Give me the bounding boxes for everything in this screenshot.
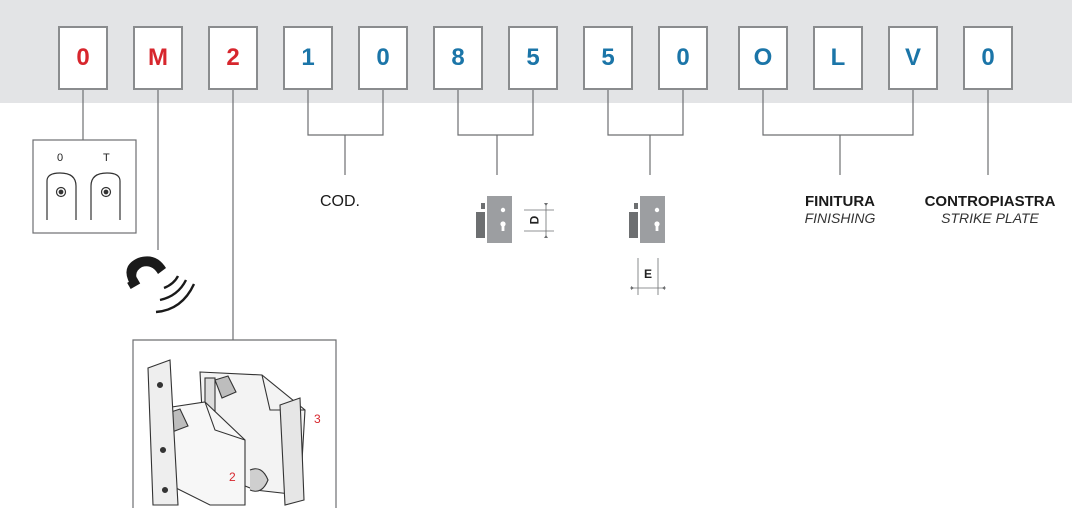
code-box-1: 0: [58, 26, 108, 90]
contropiastra-label: CONTROPIASTRA STRIKE PLATE: [920, 193, 1060, 227]
code-char-10: O: [753, 44, 773, 71]
code-box-7: 5: [508, 26, 558, 90]
code-box-6: 8: [433, 26, 483, 90]
code-char-1: 0: [76, 44, 90, 71]
cod-label: COD.: [320, 193, 360, 210]
code-char-3: 2: [226, 44, 240, 71]
code-char-6: 8: [451, 44, 465, 71]
lock-hand-t-icon: [90, 172, 121, 220]
hand-label-0: 0: [57, 152, 64, 164]
code-char-4: 1: [301, 44, 315, 71]
magnet-icon: [126, 256, 196, 314]
lock-callout-3: 3: [314, 412, 321, 426]
hand-label-t: T: [103, 152, 110, 164]
code-box-3: 2: [208, 26, 258, 90]
code-char-13: 0: [981, 44, 995, 71]
lock-callout-2: 2: [229, 470, 236, 484]
finitura-subtitle: FINISHING: [804, 210, 876, 226]
code-char-9: 0: [676, 44, 690, 71]
lock-body-d-icon: [476, 196, 554, 243]
dimension-e-label: E: [644, 267, 653, 281]
contropiastra-title: CONTROPIASTRA: [924, 193, 1056, 210]
code-box-8: 5: [583, 26, 633, 90]
code-box-9: 0: [658, 26, 708, 90]
dimension-d-label: D: [527, 215, 542, 225]
code-char-11: L: [830, 44, 846, 71]
lock-hand-0-icon: [46, 172, 77, 220]
code-char-7: 5: [526, 44, 540, 71]
lock-body-e-icon: [629, 196, 666, 295]
code-box-2: M: [133, 26, 183, 90]
lock-illustration: [132, 339, 337, 508]
hand-panel: [32, 139, 137, 234]
finitura-label: FINITURA FINISHING: [790, 193, 890, 227]
contropiastra-subtitle: STRIKE PLATE: [941, 210, 1039, 226]
code-char-12: V: [904, 44, 921, 71]
code-box-12: V: [888, 26, 938, 90]
code-box-10: O: [738, 26, 788, 90]
code-box-13: 0: [963, 26, 1013, 90]
code-char-2: M: [148, 44, 168, 71]
code-box-4: 1: [283, 26, 333, 90]
code-box-11: L: [813, 26, 863, 90]
code-box-5: 0: [358, 26, 408, 90]
code-char-5: 0: [376, 44, 390, 71]
code-char-8: 5: [601, 44, 615, 71]
finitura-title: FINITURA: [805, 193, 875, 210]
